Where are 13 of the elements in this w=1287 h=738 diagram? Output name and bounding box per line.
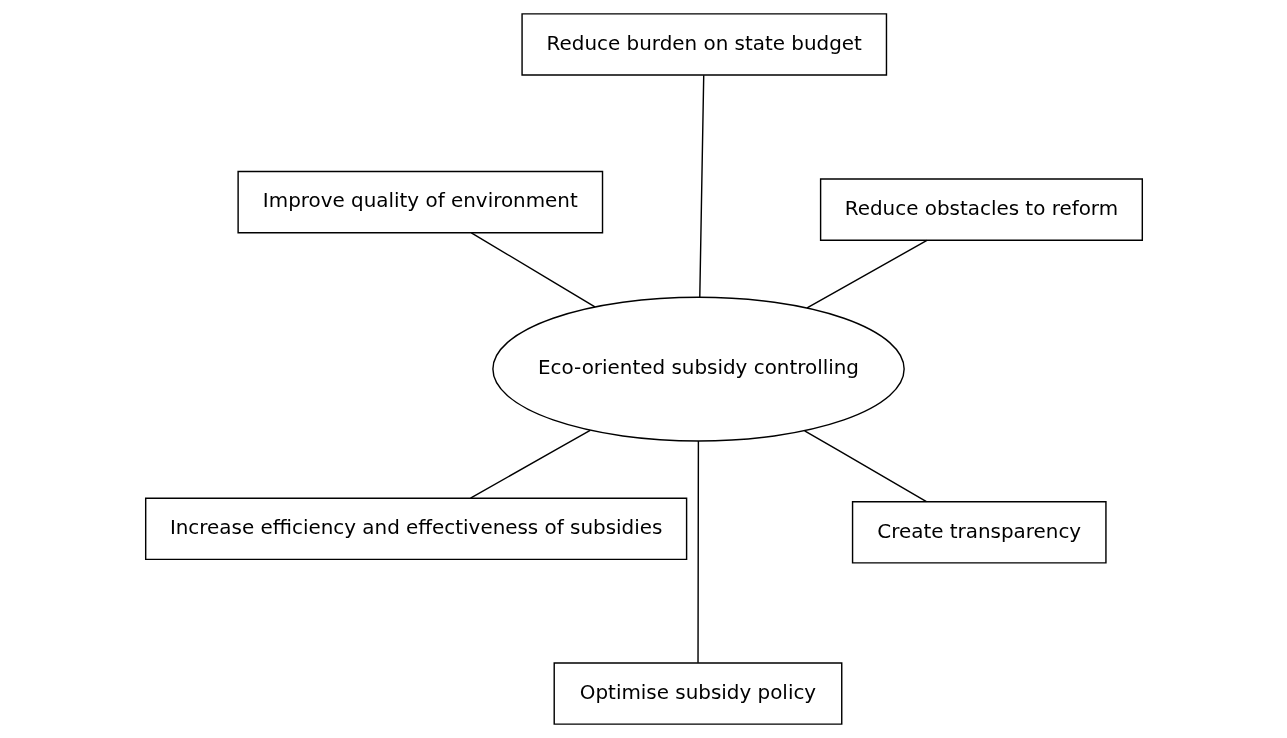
connector: [803, 430, 927, 503]
connector: [470, 232, 596, 308]
node-box: Improve quality of environment: [236, 170, 603, 234]
node-box: Increase efficiency and effectiveness of subsidies: [144, 497, 687, 561]
node-ellipse: Eco-oriented subsidy controlling: [491, 296, 905, 442]
connector: [469, 429, 591, 499]
node-box: Optimise subsidy policy: [553, 662, 842, 725]
connector: [696, 440, 699, 664]
connector: [698, 74, 704, 298]
connector: [805, 239, 928, 309]
node-box: Reduce obstacles to reform: [819, 178, 1143, 241]
node-box: Reduce burden on state budget: [520, 13, 887, 76]
node-box: Create transparency: [851, 501, 1107, 564]
